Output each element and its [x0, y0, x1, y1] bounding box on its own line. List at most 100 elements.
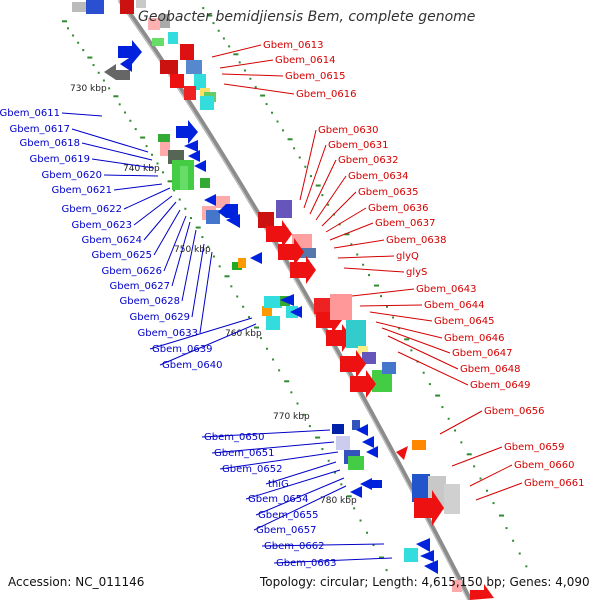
- tick-dot: [447, 417, 450, 420]
- gene-label[interactable]: Gbem_0617: [10, 124, 70, 135]
- gene-label[interactable]: Gbem_0616: [296, 89, 356, 100]
- gene-label[interactable]: Gbem_0631: [328, 140, 388, 151]
- gene-label[interactable]: Gbem_0637: [375, 218, 435, 229]
- leader-line: [71, 128, 149, 153]
- gene-label[interactable]: Gbem_0618: [20, 138, 80, 149]
- gene-label[interactable]: Gbem_0646: [444, 333, 504, 344]
- kbp-tick-label: 760 kbp: [225, 329, 262, 339]
- gene-label[interactable]: Gbem_0633: [138, 328, 198, 339]
- gene-label[interactable]: Gbem_0660: [514, 460, 574, 471]
- gene-label[interactable]: Gbem_0644: [424, 300, 484, 311]
- gene-label[interactable]: Gbem_0615: [285, 71, 345, 82]
- tick-dot: [102, 79, 105, 82]
- tick-dot: [230, 285, 233, 288]
- gene-label[interactable]: Gbem_0649: [470, 380, 530, 391]
- gene-label[interactable]: Gbem_0629: [130, 312, 190, 323]
- gene-label[interactable]: Gbem_0611: [0, 108, 60, 119]
- kbp-tick-label: 780 kbp: [320, 496, 357, 506]
- tick-dot: [118, 103, 121, 106]
- leader-line: [149, 317, 253, 350]
- gene-label[interactable]: Gbem_0630: [318, 125, 378, 136]
- gene-label[interactable]: glyS: [406, 267, 427, 278]
- gene-label[interactable]: Gbem_0640: [162, 360, 222, 371]
- tick-dot: [287, 138, 293, 141]
- tick-dot: [512, 539, 515, 542]
- tick-dot: [233, 53, 239, 56]
- gene-label[interactable]: Gbem_0619: [30, 154, 90, 165]
- tick-dot: [321, 194, 324, 197]
- gene-label[interactable]: Gbem_0656: [484, 406, 544, 417]
- gene-label[interactable]: Gbem_0622: [62, 204, 122, 215]
- leader-line: [475, 482, 523, 501]
- gene-label[interactable]: Gbem_0626: [102, 266, 162, 277]
- gene-label[interactable]: Gbem_0635: [358, 187, 418, 198]
- tick-dot: [212, 22, 215, 25]
- gene-label[interactable]: Gbem_0613: [263, 40, 323, 51]
- tick-dot-tracks: [62, 7, 528, 572]
- gene-label[interactable]: Gbem_0634: [348, 171, 408, 182]
- leader-line: [133, 195, 173, 226]
- gene-label[interactable]: Gbem_0638: [386, 235, 446, 246]
- gene-label[interactable]: Gbem_0627: [110, 281, 170, 292]
- leader-line: [221, 73, 284, 77]
- tick-dot: [92, 64, 95, 67]
- gene-label[interactable]: Gbem_0628: [120, 296, 180, 307]
- gene-label[interactable]: Gbem_0655: [258, 510, 318, 521]
- kbp-tick-label: 770 kbp: [273, 412, 310, 422]
- tick-dot: [282, 129, 285, 132]
- gene-label[interactable]: Gbem_0647: [452, 348, 512, 359]
- tick-dot: [265, 103, 268, 106]
- tick-dot: [212, 255, 215, 258]
- tick-dot: [346, 495, 352, 498]
- gene-label[interactable]: Gbem_0659: [504, 442, 564, 453]
- gene-label[interactable]: Gbem_0652: [222, 464, 282, 475]
- tick-dot: [290, 391, 293, 394]
- gene-label[interactable]: Gbem_0621: [52, 185, 112, 196]
- gene-label[interactable]: Gbem_0632: [338, 155, 398, 166]
- tick-dot: [385, 569, 388, 572]
- leader-line: [299, 129, 317, 201]
- tick-dot: [97, 71, 100, 74]
- tick-dot: [525, 565, 528, 568]
- gene-label[interactable]: Gbem_0663: [276, 558, 336, 569]
- tick-dot: [242, 305, 245, 308]
- gene-label[interactable]: Gbem_0625: [92, 250, 152, 261]
- gene-label[interactable]: Gbem_0639: [152, 344, 212, 355]
- tick-dot: [334, 471, 336, 474]
- gene-label[interactable]: Gbem_0651: [214, 448, 274, 459]
- gene-label[interactable]: Gbem_0650: [204, 432, 264, 443]
- gene-label[interactable]: Gbem_0648: [460, 364, 520, 375]
- tick-dot: [224, 275, 230, 278]
- gene-label[interactable]: Gbem_0645: [434, 316, 494, 327]
- tick-dot: [460, 441, 463, 444]
- leader-line: [153, 209, 181, 256]
- gene-label[interactable]: Gbem_0620: [42, 170, 102, 181]
- gene-label[interactable]: Gbem_0623: [72, 220, 132, 231]
- gene-label[interactable]: Gbem_0636: [368, 203, 428, 214]
- gene-label[interactable]: thiG: [268, 479, 289, 490]
- gene-label[interactable]: Gbem_0654: [248, 494, 308, 505]
- tick-dot: [327, 203, 330, 206]
- tick-dot: [386, 305, 389, 308]
- leader-line: [211, 44, 262, 58]
- tick-dot: [296, 402, 299, 405]
- tick-dot: [87, 56, 93, 59]
- gene-label[interactable]: Gbem_0624: [82, 235, 142, 246]
- tick-dot: [145, 145, 148, 148]
- tick-dot: [505, 527, 508, 530]
- gene-label[interactable]: Gbem_0657: [256, 525, 316, 536]
- tick-dot: [428, 383, 431, 386]
- tick-dot: [372, 544, 375, 547]
- gene-label[interactable]: Gbem_0661: [524, 478, 584, 489]
- gene-label[interactable]: Gbem_0662: [264, 541, 324, 552]
- leader-line: [303, 144, 327, 209]
- tick-dot: [380, 295, 382, 298]
- topology-text: Topology: circular; Length: 4,615,150 bp…: [260, 575, 590, 589]
- gene-label[interactable]: glyQ: [396, 251, 419, 262]
- gene-label[interactable]: Gbem_0614: [275, 55, 335, 66]
- tick-dot: [260, 94, 266, 97]
- tick-dot: [379, 556, 385, 559]
- gene-label[interactable]: Gbem_0643: [416, 284, 476, 295]
- leader-line: [333, 239, 385, 249]
